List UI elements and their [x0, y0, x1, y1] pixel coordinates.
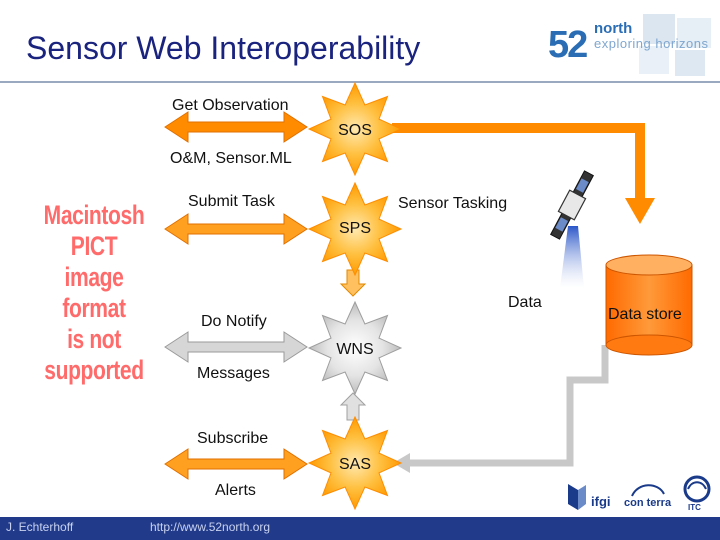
sos-label: SOS [338, 122, 372, 139]
logo-tagline: exploring horizons [594, 36, 709, 51]
ifgi-logo-icon [568, 484, 586, 510]
connector-sos-to-datastore [392, 123, 655, 224]
sos-star [307, 81, 403, 177]
data-label: Data [508, 294, 542, 311]
sps-star [307, 181, 403, 277]
alerts-label: Alerts [215, 482, 256, 499]
footer-author: J. Echterhoff [6, 520, 74, 534]
title-divider [0, 81, 720, 83]
sensor-satellite-icon [550, 170, 594, 240]
wns-star [307, 300, 403, 396]
logo-squares [639, 14, 711, 76]
arrow-subscribe [164, 448, 308, 480]
connector-datastore-to-sas [393, 345, 609, 473]
slide-title: Sensor Web Interoperability [26, 30, 421, 66]
sensor-tasking-label: Sensor Tasking [398, 195, 508, 212]
sas-label: SAS [338, 456, 371, 473]
itc-logo-text: ITC [688, 503, 701, 512]
arrow-do-notify [164, 331, 308, 363]
data-store-label: Data store [608, 306, 682, 323]
footer-url-link[interactable]: http://www.52north.org [150, 520, 271, 534]
footer-bar [0, 517, 720, 540]
arrow-get-observation [164, 111, 308, 143]
conterra-logo-icon [631, 484, 665, 497]
itc-logo-icon [683, 475, 711, 503]
arrow-sas-to-wns [339, 392, 367, 421]
arrow-sps-to-wns [339, 269, 367, 297]
get-observation-label: Get Observation [172, 97, 289, 114]
placeholder-line: is not supported [44, 324, 144, 385]
logo-word: north [594, 20, 633, 37]
sps-label: SPS [338, 220, 371, 237]
wns-label: WNS [336, 341, 374, 358]
arrow-submit-task [164, 213, 308, 245]
messages-label: Messages [197, 365, 270, 382]
sensor-beam [560, 226, 584, 288]
do-notify-label: Do Notify [201, 313, 267, 330]
data-store-cylinder [605, 254, 693, 356]
conterra-logo-text: con terra [624, 497, 672, 509]
placeholder-line: Macintosh PICT [43, 200, 145, 261]
unsupported-image-placeholder: Macintosh PICT image format is not suppo… [32, 200, 157, 386]
subscribe-label: Subscribe [197, 430, 269, 447]
placeholder-line: image format [62, 262, 126, 323]
ifgi-logo-text: ifgi [591, 494, 611, 509]
om-sensorml-label: O&M, Sensor.ML [170, 150, 292, 167]
sas-star [307, 415, 403, 511]
logo-number: 52 [548, 24, 588, 66]
submit-task-label: Submit Task [188, 193, 275, 210]
